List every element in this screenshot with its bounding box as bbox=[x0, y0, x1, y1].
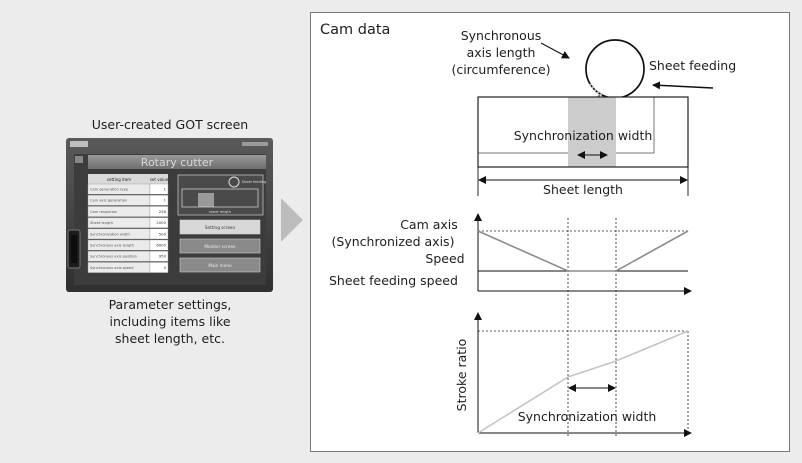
got-table-value-cell bbox=[149, 239, 169, 251]
got-screen-title: User-created GOT screen bbox=[91, 117, 249, 132]
got-table-row-label: Synchronization width bbox=[90, 232, 130, 236]
got-header bbox=[88, 155, 266, 169]
got-table-row-label: Synchronous axis length bbox=[90, 244, 134, 248]
stroke-ratio-label: Stroke ratio bbox=[454, 339, 469, 412]
sheet-feeding-arrow bbox=[652, 81, 714, 90]
got-side-slot bbox=[71, 235, 77, 263]
cam-axis-label-1: Cam axis bbox=[400, 217, 458, 232]
got-mini-diagram bbox=[177, 174, 264, 216]
got-table-row-label: Cam resolution bbox=[90, 210, 117, 214]
sheet-rect bbox=[477, 96, 655, 154]
sync-axis-label-3: (circumference) bbox=[451, 62, 550, 77]
got-table-row-value: 1 bbox=[164, 187, 167, 192]
got-mini-sheet-label: sheet length bbox=[209, 210, 231, 214]
got-table-row-value: 500 bbox=[159, 231, 167, 236]
got-table-row-value: 0 bbox=[164, 265, 167, 270]
got-table-row-value: 1 bbox=[164, 198, 167, 203]
got-table-row-label: Cam axis generation bbox=[90, 199, 127, 203]
sheet-length-label: Sheet length bbox=[543, 182, 623, 197]
got-mini-sheet bbox=[181, 188, 259, 208]
sync-axis-label-1: Synchronous bbox=[461, 28, 542, 43]
got-mini-sync-zone bbox=[198, 193, 214, 207]
got-table-row-label: Cam generation type bbox=[90, 188, 129, 192]
got-table-header: setting item bbox=[107, 177, 131, 182]
cam-data-diagram: Cam data Synchronous axis length (circum… bbox=[320, 22, 736, 438]
got-menu-button[interactable] bbox=[179, 238, 261, 254]
got-menu-button-label: Monitor screen bbox=[204, 244, 236, 249]
sheet-speed-label: Sheet feeding speed bbox=[329, 273, 458, 288]
sync-axis-label-2: axis length bbox=[467, 45, 536, 60]
cam-data-title: Cam data bbox=[320, 22, 390, 38]
sync-width-bottom-label: Synchronization width bbox=[518, 409, 657, 424]
got-table-row-label: Sheet length bbox=[90, 221, 113, 225]
got-menu-button[interactable] bbox=[179, 257, 261, 273]
got-table-row-label: Synchronous axis speed bbox=[90, 266, 134, 270]
got-mini-circle bbox=[228, 176, 240, 188]
got-description: Parameter settings, including items like… bbox=[60, 296, 280, 347]
got-table-value-cell bbox=[149, 195, 169, 206]
got-table-row-value: 950 bbox=[159, 254, 167, 259]
cam-data-panel: Cam data Synchronous axis length (circum… bbox=[310, 12, 790, 452]
got-table-header: set value bbox=[150, 177, 169, 182]
got-logo bbox=[70, 141, 88, 147]
got-table-header-row bbox=[88, 174, 168, 184]
sync-axis-pointer bbox=[540, 42, 570, 59]
cam-speed-curve bbox=[477, 230, 689, 272]
sync-axis-arc bbox=[588, 83, 604, 97]
flow-arrow-icon bbox=[281, 198, 303, 242]
sheet-outline bbox=[477, 96, 689, 168]
got-header-title: Rotary cutter bbox=[141, 156, 214, 169]
got-mini-feed-label: Sheet feeding bbox=[242, 180, 266, 184]
got-table-value-cell bbox=[149, 217, 169, 228]
got-menu-button-label: Setting screen bbox=[205, 225, 236, 230]
got-table-row-value: 6000 bbox=[156, 243, 166, 248]
got-table-row-value: 2000 bbox=[156, 220, 166, 225]
sync-axis-circle bbox=[585, 39, 645, 99]
cam-axis-label-3: Speed bbox=[425, 251, 464, 266]
got-table-value-cell bbox=[149, 262, 169, 273]
got-table-row-value: 256 bbox=[159, 209, 167, 214]
stroke-ratio-curve bbox=[477, 330, 689, 434]
got-menu-button-label: Main menu bbox=[208, 263, 232, 268]
sync-width-label: Synchronization width bbox=[514, 128, 653, 143]
got-table-value-cell bbox=[149, 183, 169, 195]
description-line-1: Parameter settings, bbox=[108, 297, 232, 312]
got-back-icon[interactable] bbox=[75, 156, 83, 163]
sheet-feeding-label: Sheet feeding bbox=[649, 58, 736, 73]
got-table-value-cell bbox=[149, 228, 169, 240]
got-brand-mark bbox=[242, 142, 268, 146]
got-menu-button[interactable] bbox=[179, 219, 261, 235]
cam-axis-label-2: (Synchronized axis) bbox=[332, 234, 455, 249]
description-line-3: sheet length, etc. bbox=[115, 331, 225, 346]
got-table-value-cell bbox=[149, 250, 169, 262]
got-table-row-label: Synchronous axis position bbox=[90, 255, 137, 259]
description-line-2: including items like bbox=[109, 314, 231, 329]
got-table-value-cell bbox=[149, 206, 169, 217]
